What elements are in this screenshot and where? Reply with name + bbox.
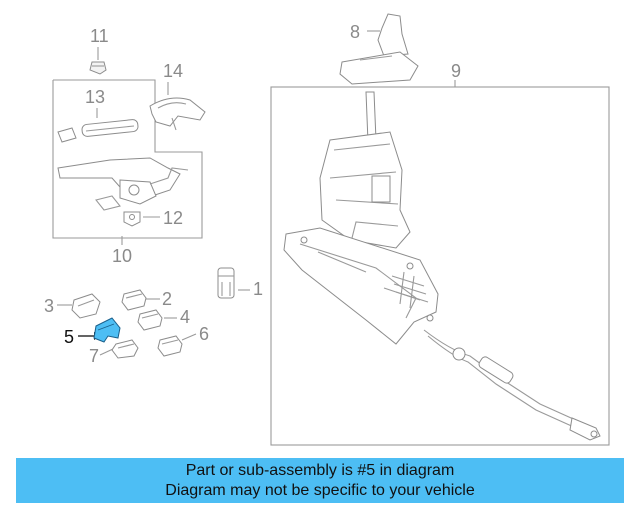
banner-line-1: Part or sub-assembly is #5 in diagram xyxy=(185,461,455,479)
group-box-9 xyxy=(270,86,610,446)
callout-2: 2 xyxy=(162,289,172,309)
callout-4: 4 xyxy=(180,307,190,327)
callout-12: 12 xyxy=(163,208,183,228)
callout-8: 8 xyxy=(350,22,360,42)
callout-11: 11 xyxy=(90,26,109,46)
callout-14: 14 xyxy=(163,61,183,81)
nut-11 xyxy=(89,61,107,75)
banner-line-2: Diagram may not be specific to your vehi… xyxy=(165,481,475,499)
cap-2 xyxy=(121,289,147,311)
bracket-12 xyxy=(123,211,141,227)
callout-10: 10 xyxy=(112,246,132,266)
grip-13 xyxy=(57,119,139,143)
cap-6 xyxy=(157,335,183,357)
callout-6: 6 xyxy=(199,324,209,344)
callout-5: 5 xyxy=(64,327,74,347)
cap-7 xyxy=(111,339,139,359)
callout-7: 7 xyxy=(89,346,99,366)
cap-5-highlighted xyxy=(93,317,121,343)
shifter-assembly-9 xyxy=(283,91,601,441)
shift-boot-8 xyxy=(339,13,419,85)
callout-13: 13 xyxy=(85,87,105,107)
parking-brake-lever-10 xyxy=(57,157,189,211)
info-banner: Part or sub-assembly is #5 in diagram Di… xyxy=(16,458,624,503)
switch-1 xyxy=(217,267,235,299)
callout-1: 1 xyxy=(253,279,263,299)
callout-9: 9 xyxy=(451,61,461,81)
cap-4 xyxy=(137,309,163,331)
group-box-10 xyxy=(52,79,203,239)
callout-3: 3 xyxy=(44,296,54,316)
boot-cover-14 xyxy=(149,97,206,131)
cap-3 xyxy=(71,293,101,319)
